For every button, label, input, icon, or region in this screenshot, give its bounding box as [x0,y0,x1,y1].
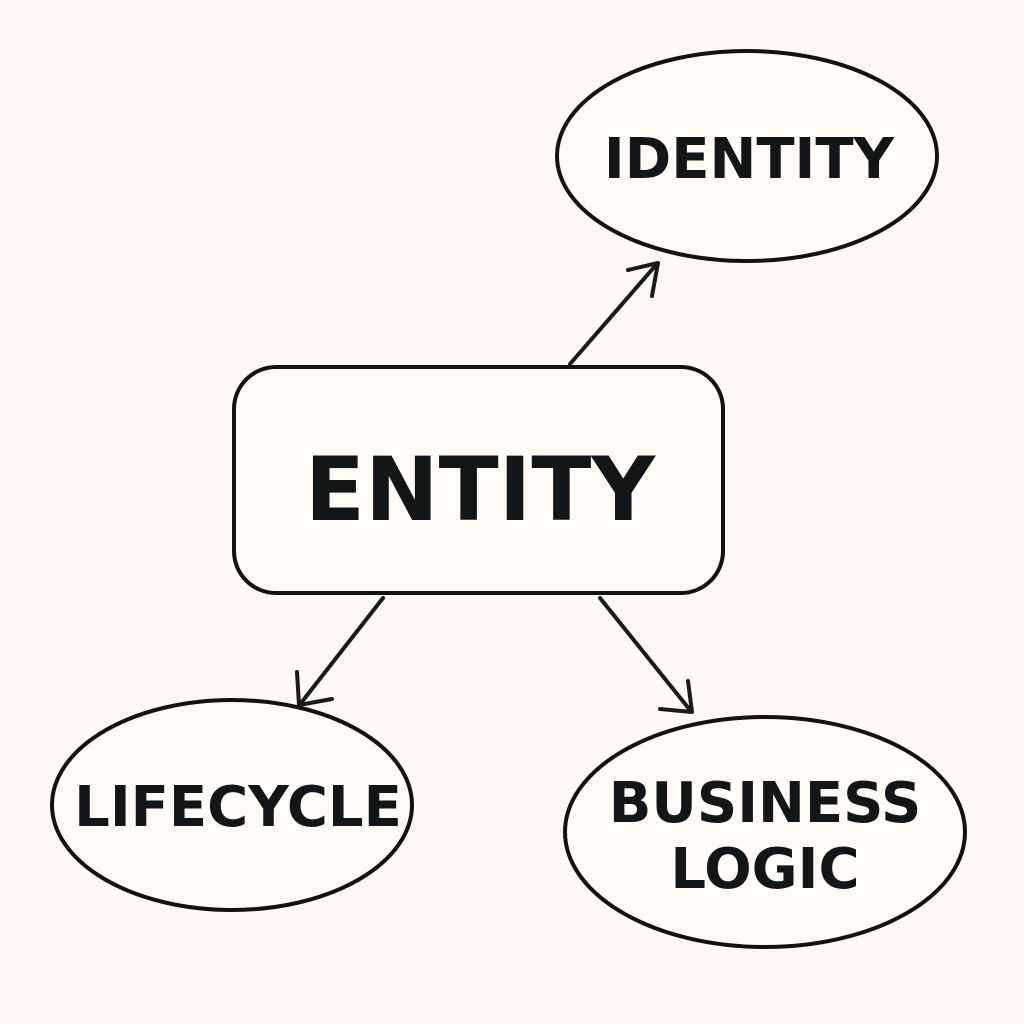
node-entity: ENTITY [232,365,725,595]
edge-entity-lifecycle [295,596,385,707]
node-identity: IDENTITY [555,49,939,263]
edge-entity-business-logic [598,596,694,714]
node-entity-label: ENTITY [305,438,657,541]
edge-entity-identity [568,261,660,366]
node-business-logic-label-line2: LOGIC [670,837,859,902]
node-business-logic-label-line1: BUSINESS [609,771,922,836]
node-business-logic: BUSINESS LOGIC [563,715,967,949]
node-identity-label: IDENTITY [604,127,896,192]
node-lifecycle-label: LIFECYCLE [74,775,402,840]
node-lifecycle: LIFECYCLE [50,698,414,912]
